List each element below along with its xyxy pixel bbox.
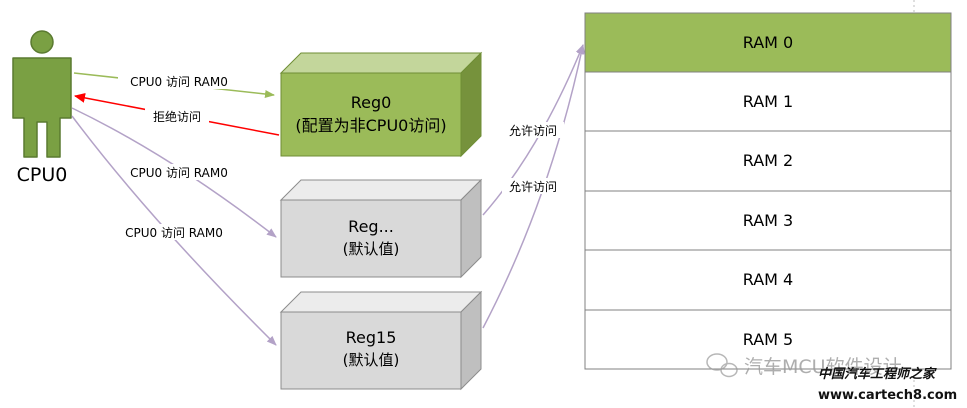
reg0-note: (配置为非CPU0访问) bbox=[295, 116, 446, 135]
reg-dots-box bbox=[279, 178, 483, 279]
ram-block-0 bbox=[584, 12, 952, 73]
ram-label-5: RAM 5 bbox=[743, 330, 793, 349]
reg-dots-note: (默认值) bbox=[343, 240, 400, 258]
arrow-reject-label: 拒绝访问 bbox=[153, 109, 201, 124]
reg15-box bbox=[279, 290, 483, 391]
cpu0-label: CPU0 bbox=[17, 164, 68, 186]
ram-block-4 bbox=[584, 249, 952, 311]
watermark-wechat: 汽车MCU软件设计 bbox=[744, 356, 902, 378]
cpu0-person-icon bbox=[12, 30, 72, 158]
ram-block-3 bbox=[584, 190, 952, 251]
ram-block-5 bbox=[584, 309, 952, 370]
arrow-allow-2-label: 允许访问 bbox=[509, 179, 557, 194]
ram-stack bbox=[584, 12, 952, 370]
ram-label-4: RAM 4 bbox=[743, 270, 793, 289]
arrow-cpu-to-reg15-label: CPU0 访问 RAM0 bbox=[125, 226, 223, 240]
watermark-site-cn: 中国汽车工程师之家 bbox=[818, 366, 937, 382]
arrow-cpu-to-reg0-label: CPU0 访问 RAM0 bbox=[130, 75, 228, 89]
watermark-site-url: www.cartech8.com bbox=[818, 388, 957, 403]
reg15-note: (默认值) bbox=[343, 351, 400, 369]
ram-label-0: RAM 0 bbox=[743, 33, 793, 52]
reg-dots-title: Reg... bbox=[348, 217, 394, 236]
arrow-allow-regdots bbox=[482, 44, 584, 216]
ram-block-2 bbox=[584, 130, 952, 192]
reg0-box bbox=[279, 51, 483, 158]
arrow-cpu-to-regdots bbox=[71, 107, 277, 238]
reg15-title: Reg15 bbox=[346, 328, 397, 347]
reg0-title: Reg0 bbox=[351, 93, 392, 112]
ram-label-2: RAM 2 bbox=[743, 151, 793, 170]
wechat-logo-icon bbox=[706, 353, 738, 378]
arrow-allow-1-label: 允许访问 bbox=[509, 123, 557, 138]
ram-label-3: RAM 3 bbox=[743, 211, 793, 230]
ram-label-1: RAM 1 bbox=[743, 92, 793, 111]
arrow-cpu-to-regdots-label: CPU0 访问 RAM0 bbox=[130, 166, 228, 180]
